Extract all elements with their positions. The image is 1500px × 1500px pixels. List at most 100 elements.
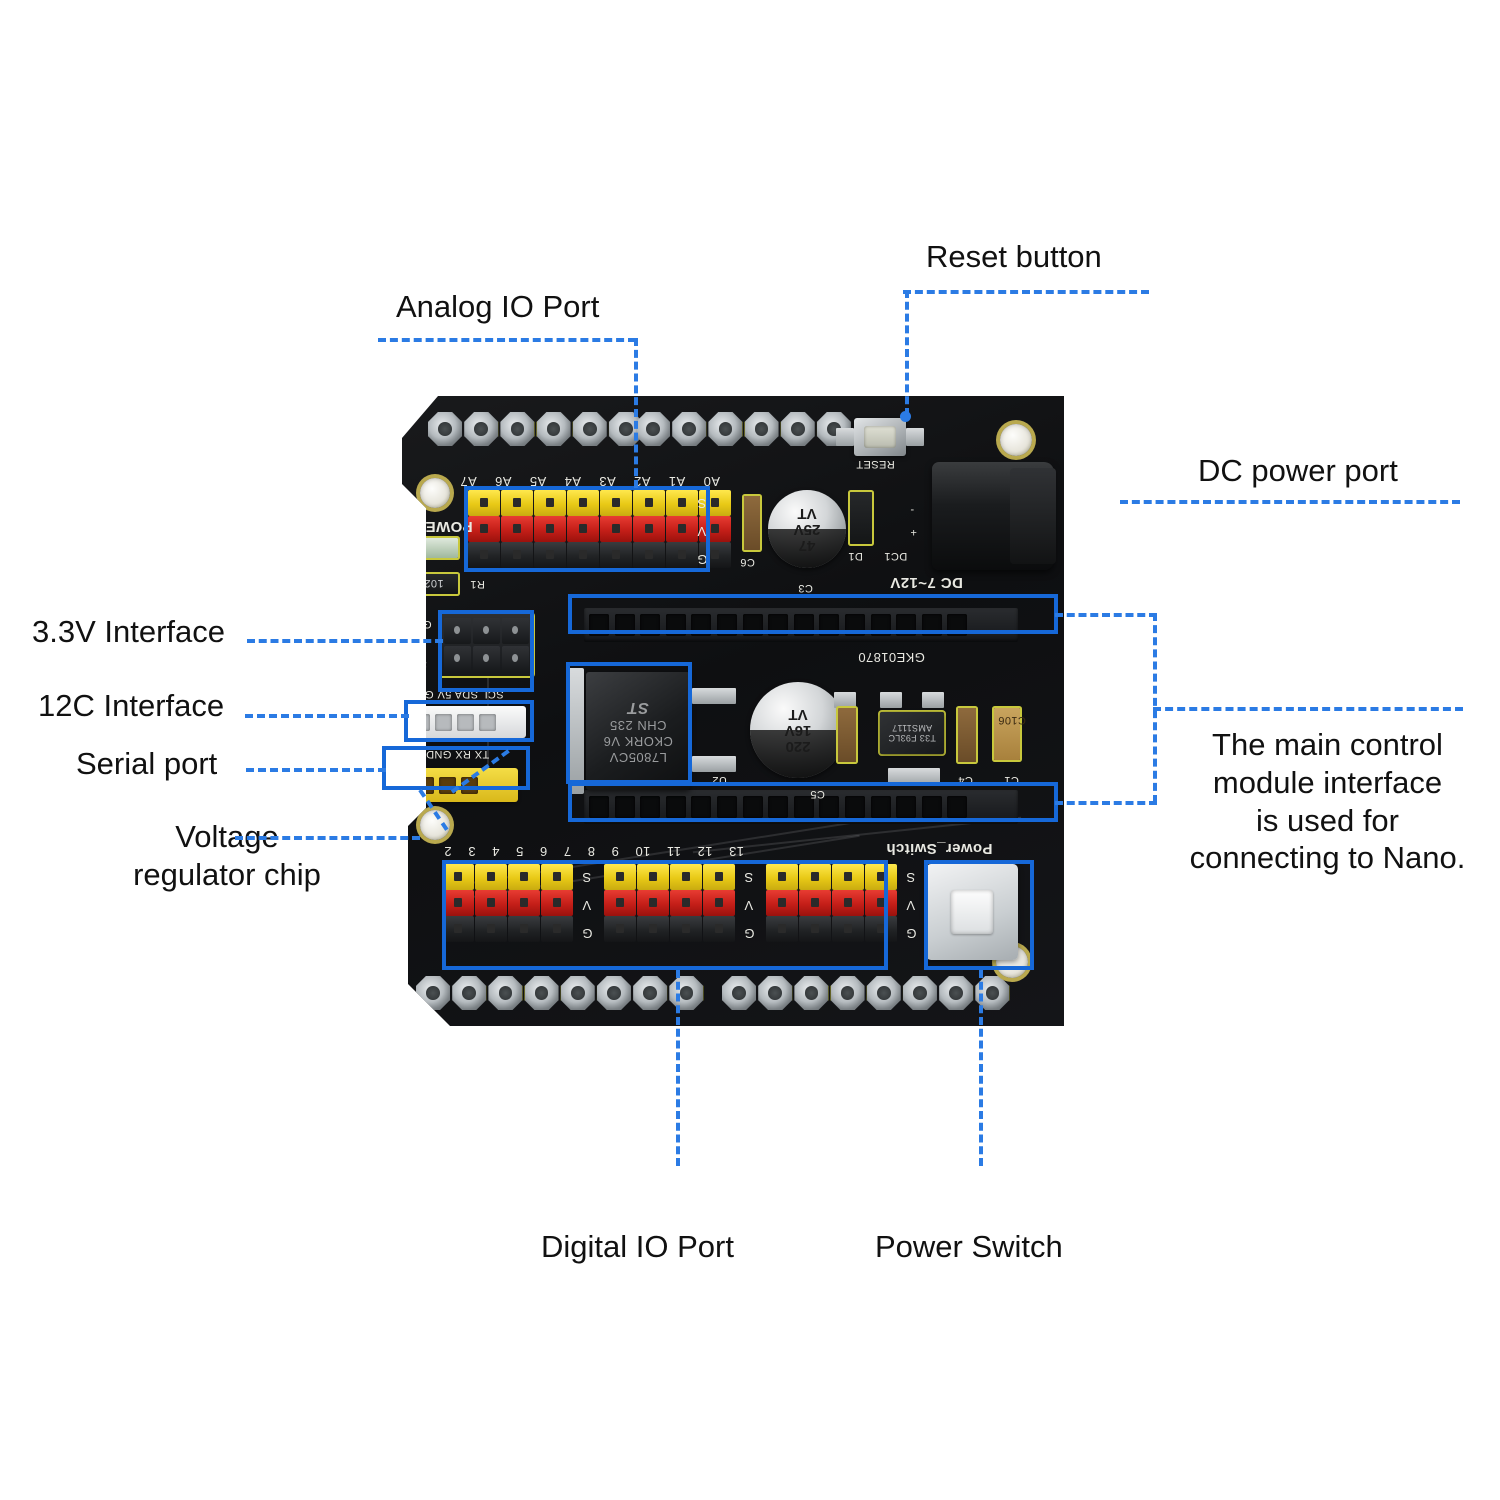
bottom-pad-group-right (722, 976, 1012, 1010)
through-hole-pad (524, 976, 559, 1010)
digital-io-header-group-2[interactable] (604, 864, 736, 942)
digital-io-header-group-1[interactable] (442, 864, 574, 942)
svg-label-g: G (906, 926, 917, 941)
through-hole-pad (722, 976, 756, 1010)
arduino-nano-shield-board: A7 A6 A5 A4 A3 A2 A1 A0 S V G (402, 396, 1064, 1026)
highlight-power-switch (924, 860, 1034, 970)
smd-pad (836, 428, 854, 446)
svg-label-s: S (906, 870, 916, 885)
capacitor-47uf: 47 25V VT (768, 490, 846, 568)
through-hole-pad (464, 412, 499, 446)
leader-main-control (1055, 801, 1157, 805)
label-3v3-interface: 3.3V Interface (32, 614, 226, 649)
through-hole-pad (669, 976, 704, 1010)
smd-pad (834, 692, 856, 708)
capacitor-c106-tantalum (994, 708, 1020, 760)
digital-gnd-row (604, 916, 736, 942)
mounting-hole (420, 810, 450, 840)
dc-power-jack[interactable] (932, 462, 1056, 570)
through-hole-pad (416, 976, 450, 1010)
through-hole-pad (596, 976, 631, 1010)
capacitor-c5-smd (838, 708, 856, 762)
label-digital-io-port: Digital IO Port (541, 1229, 734, 1264)
label-serial-port: Serial port (76, 746, 218, 781)
through-hole-pad (428, 412, 462, 446)
leader-analog-io-port (378, 338, 636, 342)
highlight-digital-io-port (442, 860, 888, 970)
power-led (416, 538, 458, 558)
top-pad-group-right (636, 412, 853, 446)
power-switch[interactable] (926, 864, 1018, 960)
through-hole-pad (744, 412, 779, 446)
leader-main-control (1055, 613, 1157, 617)
polarity-minus: - (910, 504, 915, 516)
capacitor-220uf: 220 16V VT (750, 682, 846, 778)
label-voltage-regulator-chip: Voltage regulator chip (133, 819, 321, 892)
through-hole-pad (536, 412, 571, 446)
label-main-control-module: The main control module interface is use… (1189, 727, 1466, 876)
through-hole-pad (830, 976, 865, 1010)
through-hole-pad (866, 976, 901, 1010)
smd-pad (906, 428, 924, 446)
capacitor-c6 (744, 496, 760, 550)
mounting-hole (420, 478, 450, 508)
bottom-pad-group-left (416, 976, 706, 1010)
digital-gnd-row (442, 916, 574, 942)
through-hole-pad (500, 412, 535, 446)
label-analog-io-port: Analog IO Port (396, 289, 600, 324)
polarity-plus: + (910, 526, 917, 538)
resistor-r1-ref: R1 (470, 578, 485, 590)
through-hole-pad (780, 412, 815, 446)
leader-reset-button (905, 290, 909, 416)
digital-vcc-row (442, 890, 574, 916)
through-hole-pad (708, 412, 743, 446)
through-hole-pad (636, 412, 670, 446)
3v3-silkscreen: 3V3 (406, 658, 427, 670)
analog-vcc-row (468, 516, 732, 542)
leader-i2c-interface (245, 714, 409, 718)
three-three-v-header[interactable] (440, 614, 533, 676)
resistor-r1 (416, 574, 458, 594)
dc1-silkscreen: DC1 (884, 550, 908, 562)
digital-vcc-row (766, 890, 898, 916)
c6-silkscreen: C6 (740, 556, 755, 568)
digital-gnd-row (766, 916, 898, 942)
leader-digital-io-port (676, 970, 680, 1166)
digital-signal-row (442, 864, 574, 890)
top-pad-group-left (428, 412, 645, 446)
mounting-hole (1000, 424, 1032, 456)
through-hole-pad (939, 976, 974, 1010)
label-power-switch: Power Switch (875, 1229, 1063, 1264)
highlight-nano-socket-top (568, 594, 1058, 634)
through-hole-pad (794, 976, 829, 1010)
through-hole-pad (633, 976, 668, 1010)
analog-gnd-row (468, 542, 732, 568)
smd-pad (922, 692, 944, 708)
through-hole-pad (452, 976, 487, 1010)
digital-io-header-group-3[interactable] (766, 864, 898, 942)
digital-signal-row (766, 864, 898, 890)
leader-endpoint-dot (900, 411, 911, 422)
regulator-lead (692, 688, 736, 704)
smd-pad (888, 768, 940, 786)
highlight-3v3-interface (438, 610, 534, 692)
regulator-lead (692, 756, 736, 772)
through-hole-pad (902, 976, 937, 1010)
diode-d1 (850, 492, 872, 544)
svg-label-v: V (906, 898, 916, 913)
reset-button[interactable] (854, 418, 906, 456)
c106-marking: C106 (998, 714, 1026, 726)
voltage-regulator-l7805cv: L7805CV CKORK V6 CHN 235 ST (586, 672, 690, 790)
board-id-silkscreen: GKE01870 (858, 650, 925, 665)
highlight-nano-socket-bottom (568, 782, 1058, 822)
digital-signal-row (604, 864, 736, 890)
leader-voltage-regulator (235, 836, 420, 840)
dc-input-silkscreen: DC 7~12V (890, 574, 963, 591)
analog-io-header[interactable] (468, 490, 732, 568)
regulator-heatsink-tab (568, 668, 584, 794)
through-hole-pad (488, 976, 523, 1010)
label-dc-power-port: DC power port (1198, 453, 1398, 488)
smd-pad (880, 692, 902, 708)
digital-vcc-row (604, 890, 736, 916)
